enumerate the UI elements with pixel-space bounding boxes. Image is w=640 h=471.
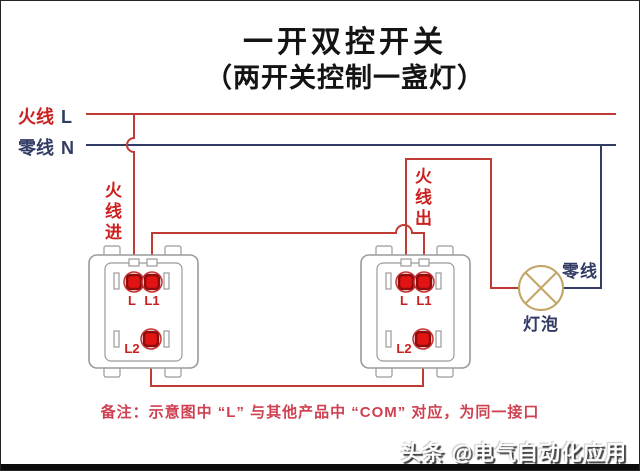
- wire-notch: [128, 258, 140, 267]
- live-in-wire: [126, 114, 135, 272]
- lamp-cross: [524, 271, 558, 305]
- terminal-core: [414, 330, 432, 348]
- terminal-label-l-left: L: [128, 293, 136, 308]
- terminal-label-l1-left: L1: [144, 293, 160, 308]
- bottom-bar: [1, 464, 639, 470]
- terminal-core: [125, 273, 143, 291]
- screw-slot: [435, 330, 442, 348]
- title-line1: 一开双控开关: [243, 26, 447, 59]
- wire-notch: [146, 258, 158, 267]
- watermark-text: 头条 @电气自动化应用: [400, 442, 627, 465]
- wire-notch: [418, 258, 430, 267]
- lamp-label: 灯泡: [523, 315, 559, 334]
- screw-slot: [113, 272, 120, 290]
- terminal-core: [142, 330, 160, 348]
- terminal-l-left: [123, 271, 145, 293]
- terminal-l1-right: [413, 271, 435, 293]
- terminal-core: [415, 273, 433, 291]
- terminal-label-l2-left: L2: [124, 341, 140, 356]
- live-bus-label-cn: 火线: [18, 107, 54, 127]
- terminal-l-right: [395, 271, 417, 293]
- wire-notch: [400, 258, 412, 267]
- title-line2: （两开关控制一盏灯）: [205, 63, 485, 93]
- live-bus-label-letter: L: [61, 107, 72, 127]
- switch-left-body: [88, 245, 199, 378]
- terminal-core: [397, 273, 415, 291]
- terminal-l1-left: [141, 271, 163, 293]
- live-out-label: 火线出: [412, 167, 431, 230]
- neutral-bus-label: 零线 N: [18, 134, 74, 160]
- terminal-l2-left: [140, 328, 162, 350]
- terminal-label-l-right: L: [400, 293, 408, 308]
- screw-slot: [435, 272, 442, 290]
- screw-slot: [385, 272, 392, 290]
- terminal-label-l2-right: L2: [396, 341, 412, 356]
- footnote: 备注：示意图中 “L” 与其他产品中 “COM” 对应，为同一接口: [100, 404, 540, 421]
- lamp-icon: [518, 265, 564, 311]
- terminal-label-l1-right: L1: [416, 293, 432, 308]
- neutral-bus-label-letter: N: [61, 138, 74, 158]
- terminal-l2-right: [412, 328, 434, 350]
- screw-slot: [385, 330, 392, 348]
- traveler-top-wire: [151, 224, 425, 272]
- neutral-bus-label-cn: 零线: [18, 138, 54, 158]
- live-bus-label: 火线 L: [18, 103, 72, 129]
- lamp-neutral-wire: [563, 146, 602, 289]
- switch-right-body: [360, 245, 471, 378]
- screw-slot: [113, 330, 120, 348]
- diagram-title: 一开双控开关 （两开关控制一盏灯）: [51, 25, 639, 95]
- lamp-neutral-label: 零线: [562, 262, 598, 281]
- switch-rocker: [104, 262, 183, 362]
- live-in-label: 火线进: [102, 181, 121, 244]
- terminal-core: [143, 273, 161, 291]
- switch-rocker: [376, 262, 455, 362]
- screw-slot: [163, 330, 170, 348]
- live-out-wire: [405, 158, 519, 289]
- screw-slot: [163, 272, 170, 290]
